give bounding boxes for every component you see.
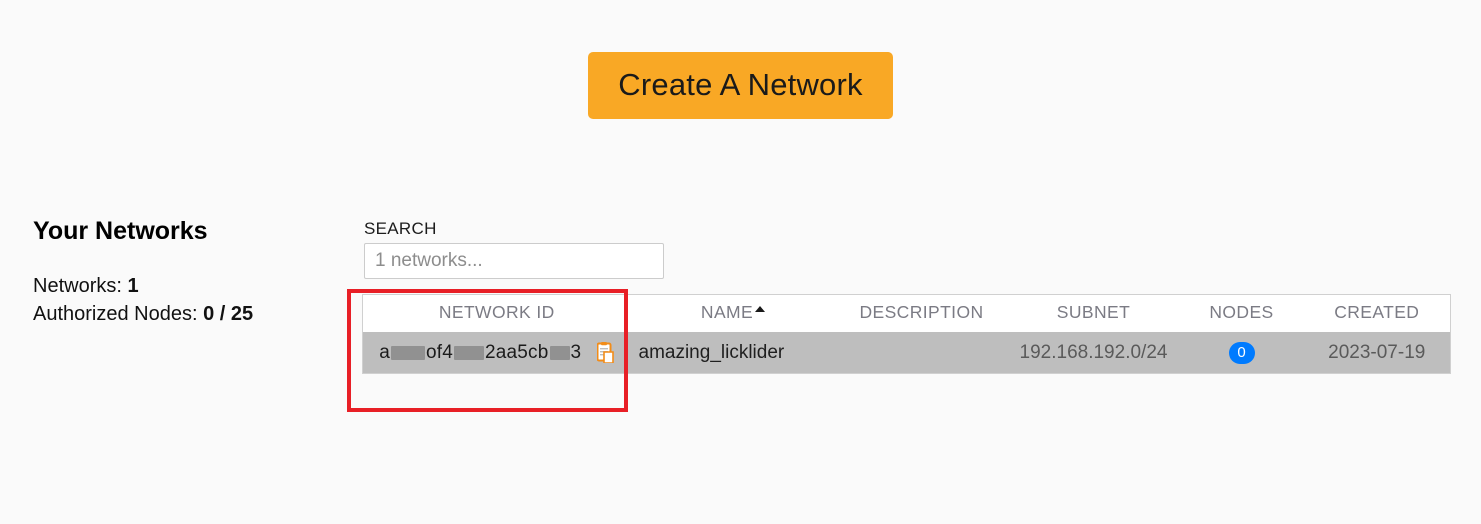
table-header-row: NETWORK ID NAME DESCRIPTION SUBNET NODES… xyxy=(362,294,1451,332)
stat-networks-label: Networks: xyxy=(33,274,122,297)
page-title: Your Networks xyxy=(33,217,208,245)
stat-networks-value: 1 xyxy=(127,274,139,297)
your-networks-panel: Your Networks Networks: 1 Authorized Nod… xyxy=(33,217,333,328)
create-network-button[interactable]: Create A Network xyxy=(588,52,893,119)
column-header-description[interactable]: DESCRIPTION xyxy=(835,294,1008,332)
create-network-button-container: Create A Network xyxy=(0,52,1481,119)
column-header-created[interactable]: CREATED xyxy=(1303,294,1451,332)
search-block: SEARCH xyxy=(364,219,664,279)
column-header-created-label: CREATED xyxy=(1334,302,1420,322)
cell-name[interactable]: amazing_licklider xyxy=(630,332,836,374)
stat-authorized-nodes: Authorized Nodes: 0 / 25 xyxy=(33,300,333,328)
column-header-network-id-label: NETWORK ID xyxy=(438,302,555,322)
column-header-subnet[interactable]: SUBNET xyxy=(1007,294,1180,332)
redaction-block xyxy=(453,345,484,360)
stat-authorized-nodes-value: 0 / 25 xyxy=(203,302,254,325)
stat-networks: Networks: 1 xyxy=(33,272,333,300)
column-header-name-label: NAME xyxy=(700,302,754,322)
redaction-block xyxy=(549,345,570,360)
redaction-block xyxy=(390,345,425,360)
column-header-nodes[interactable]: NODES xyxy=(1179,294,1304,332)
column-header-nodes-label: NODES xyxy=(1209,302,1274,322)
stat-authorized-nodes-label: Authorized Nodes: xyxy=(33,302,198,325)
cell-description xyxy=(835,332,1008,374)
clipboard-icon[interactable] xyxy=(596,342,615,364)
cell-nodes[interactable]: 0 xyxy=(1179,332,1304,374)
sort-ascending-icon xyxy=(755,306,766,312)
nodes-count-badge: 0 xyxy=(1228,342,1255,364)
column-header-description-label: DESCRIPTION xyxy=(859,302,984,322)
networks-table: NETWORK ID NAME DESCRIPTION SUBNET NODES… xyxy=(362,294,1451,374)
column-header-network-id[interactable]: NETWORK ID xyxy=(362,294,631,332)
cell-created: 2023-07-19 xyxy=(1303,332,1451,374)
search-label: SEARCH xyxy=(364,219,437,238)
cell-subnet: 192.168.192.0/24 xyxy=(1007,332,1180,374)
column-header-subnet-label: SUBNET xyxy=(1056,302,1131,322)
column-header-name[interactable]: NAME xyxy=(630,294,836,332)
search-input[interactable] xyxy=(364,243,664,279)
